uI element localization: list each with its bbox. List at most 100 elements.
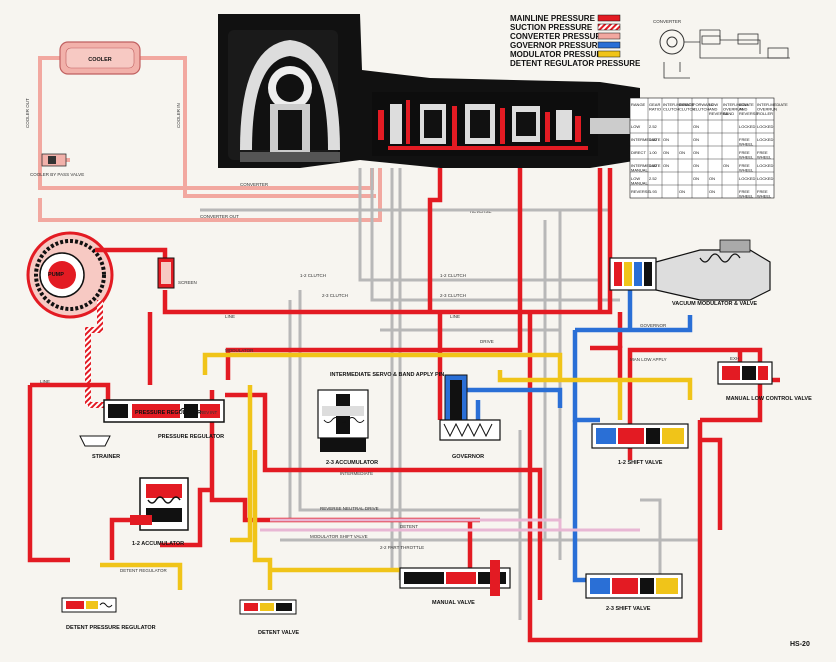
part-throttle-label: 2-2 PART THROTTLE	[380, 545, 424, 550]
shift-valve-12-label: 1-2 SHIFT VALVE	[618, 460, 663, 466]
modulator-lines	[100, 352, 693, 590]
table-frame	[629, 97, 775, 199]
table-cell: ON	[693, 124, 699, 129]
detent-valve	[239, 599, 297, 615]
pressure-regulator-inner-label: PRESSURE REGULATOR	[135, 410, 201, 416]
vacuum-modulator-label: VACUUM MODULATOR & VALVE	[672, 301, 757, 307]
table-cell: LOCKED	[739, 176, 756, 181]
legend-label: CONVERTER PRESSURE	[510, 32, 607, 41]
converter-out-label: CONVERTER OUT	[200, 214, 239, 219]
intermediate-label: INTERMEDIATE	[340, 471, 373, 476]
legend-label: GOVERNOR PRESSURE	[510, 41, 604, 50]
governor-assembly	[439, 374, 501, 441]
inset-converter-label: CONVERTER	[653, 19, 682, 24]
manual-low-control-label: MANUAL LOW CONTROL VALVE	[726, 396, 812, 402]
rev-label: REV	[200, 410, 209, 415]
table-cell: ON	[663, 137, 669, 142]
cooler: COOLER	[59, 41, 141, 75]
table-cell: 2.52	[649, 176, 658, 181]
table-cell: LOCKED	[757, 137, 774, 142]
table-cell: LOCKED	[757, 124, 774, 129]
detent-label: DETENT	[400, 524, 418, 529]
clutch12-label-a: 1-2 CLUTCH	[440, 273, 466, 278]
modulator-label: MODULATOR	[225, 348, 254, 353]
legend-swatch	[597, 23, 621, 31]
table-cell: 1.00	[649, 150, 658, 155]
vacuum-modulator	[609, 239, 771, 301]
strainer-shape	[79, 435, 111, 447]
clutch23-label-b: 2-3 CLUTCH	[322, 293, 348, 298]
strainer-label: STRAINER	[92, 454, 120, 460]
detent-pressure-regulator-label: DETENT PRESSURE REGULATOR	[66, 625, 156, 631]
intermediate-servo	[317, 389, 369, 452]
screen	[157, 257, 175, 289]
table-cell: ON	[663, 163, 669, 168]
pressure-regulator-label: PRESSURE REGULATOR	[158, 434, 224, 440]
legend-swatch	[597, 50, 621, 58]
table-cell: ON	[679, 189, 685, 194]
modulator-shift-valve-label: MODULATOR SHIFT VALVE	[310, 534, 368, 539]
table-cell: ON	[693, 137, 699, 142]
table-cell: ON	[693, 176, 699, 181]
manual-valve	[399, 560, 511, 596]
legend-label: SUCTION PRESSURE	[510, 23, 593, 32]
clutch23-label-a: 2-3 CLUTCH	[440, 293, 466, 298]
governor-line-label: GOVERNOR	[640, 323, 667, 328]
man-low-apply-label: MAN LOW APPLY	[630, 357, 667, 362]
detent-lines	[260, 518, 640, 532]
legend-swatch	[597, 14, 621, 22]
suction-lines	[85, 300, 104, 408]
int-label: INT	[210, 410, 218, 415]
shift-valve-23-label: 2-3 SHIFT VALVE	[606, 606, 651, 612]
accumulator-12-label: 1-2 ACCUMULATOR	[132, 541, 184, 547]
page-number: HS-20	[790, 641, 810, 648]
table-cell: LOCKED	[757, 163, 774, 168]
table-cell: ON	[663, 150, 669, 155]
table-cell: LOCKED	[739, 124, 756, 129]
cooler-bypass-valve	[41, 153, 67, 167]
detent-regulator-label: DETENT REGULATOR	[120, 568, 168, 573]
legend-swatch	[597, 32, 621, 40]
table-cell: 1.52	[649, 137, 658, 142]
line-label-a: LINE	[40, 379, 50, 384]
cooler-in-label: COOLER IN	[176, 103, 181, 128]
detent-pressure-regulator	[61, 597, 117, 613]
clutch12-label-b: 1-2 CLUTCH	[300, 273, 326, 278]
detent-valve-label: DETENT VALVE	[258, 630, 299, 636]
pressure-regulator-valve: PRESSURE REGULATOR	[103, 399, 225, 423]
table-cell: LOW	[631, 124, 640, 129]
exh-label: EXH	[730, 356, 739, 361]
pump: PUMP	[26, 231, 114, 319]
accumulator-23-label: 2-3 ACCUMULATOR	[326, 460, 378, 466]
legend-label: MAINLINE PRESSURE	[510, 14, 596, 23]
manual-low-control-valve	[717, 361, 773, 385]
table-cell: 1.93	[649, 189, 658, 194]
legend-swatch	[597, 41, 621, 49]
table-cell: 2.52	[649, 124, 658, 129]
transmission-cutaway	[218, 14, 640, 168]
cooler-bypass-label: COOLER BY PASS VALVE	[30, 172, 84, 177]
drive-label: DRIVE	[480, 339, 494, 344]
cooler-out-label: COOLER OUT	[25, 98, 30, 128]
table-cell: ON	[679, 150, 685, 155]
shift-valve-23	[585, 573, 683, 599]
line-label-b: LINE	[225, 314, 235, 319]
table-cell: INTERMEDIATE	[631, 137, 661, 142]
table-cell: DIRECT	[631, 150, 646, 155]
